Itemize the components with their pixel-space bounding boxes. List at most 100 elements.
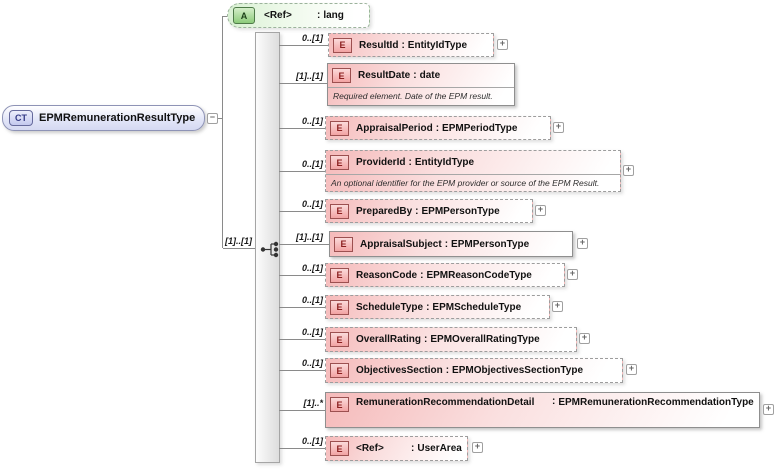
element-node-objectivessection[interactable]: E ObjectivesSection : EPMObjectivesSecti…: [325, 358, 623, 383]
complex-type-name: EPMRemunerationResultType: [39, 112, 196, 124]
element-type: EPMObjectivesSectionType: [452, 365, 584, 376]
element-type: EntityIdType: [414, 157, 475, 168]
connector-line: [279, 275, 325, 276]
element-colon: :: [408, 157, 412, 168]
element-name: RemunerationRecommendationDetail: [356, 397, 535, 408]
element-name: ProviderId: [356, 157, 406, 168]
element-icon: E: [330, 332, 349, 347]
element-type: date: [419, 70, 441, 81]
element-node-resultdate[interactable]: E ResultDate : date Required element. Da…: [327, 63, 515, 106]
expand-button[interactable]: +: [553, 122, 564, 133]
element-type: EPMPeriodType: [442, 122, 518, 134]
cardinality-label: [1]..*: [303, 398, 323, 408]
expand-button[interactable]: +: [577, 238, 588, 249]
element-colon: :: [552, 396, 556, 407]
expand-button[interactable]: +: [626, 364, 637, 375]
element-annotation: An optional identifier for the EPM provi…: [326, 174, 620, 190]
element-node-appraisalsubject[interactable]: E AppraisalSubject : EPMPersonType: [329, 231, 573, 257]
element-node-preparedby[interactable]: E PreparedBy : EPMPersonType: [325, 199, 533, 223]
element-name: ResultId: [359, 39, 399, 51]
connector-line: [223, 16, 228, 17]
connector-line: [279, 211, 325, 212]
element-colon: :: [424, 334, 428, 345]
element-icon: E: [330, 120, 349, 136]
complex-type-node[interactable]: CT EPMRemunerationResultType: [2, 105, 205, 131]
cardinality-label: 0..[1]: [301, 295, 323, 305]
sequence-cardinality: [1]..[1]: [225, 236, 252, 246]
cardinality-label: 0..[1]: [301, 199, 323, 209]
connector-line: [279, 448, 325, 449]
element-node-resultid[interactable]: E ResultId : EntityIdType: [328, 33, 494, 57]
cardinality-label: 0..[1]: [301, 436, 323, 446]
expand-button[interactable]: +: [552, 301, 563, 312]
element-type: EPMReasonCodeType: [426, 269, 532, 281]
connector-line: [279, 370, 325, 371]
expand-button[interactable]: +: [763, 404, 774, 415]
connector-line: [279, 307, 325, 308]
connector-line: [279, 244, 329, 245]
element-icon: E: [330, 441, 349, 456]
element-name: AppraisalSubject: [360, 238, 442, 250]
expand-button[interactable]: +: [579, 333, 590, 344]
element-icon: E: [334, 236, 353, 252]
element-colon: :: [426, 301, 430, 313]
connector-line: [279, 45, 328, 46]
expand-button[interactable]: +: [623, 165, 634, 176]
cardinality-label: [1]..[1]: [296, 232, 323, 242]
attribute-node[interactable]: A <Ref> : lang: [227, 3, 370, 28]
element-node-ref-userarea[interactable]: E <Ref> : UserArea: [325, 436, 468, 461]
element-name: AppraisalPeriod: [356, 122, 433, 134]
expand-button[interactable]: +: [535, 205, 546, 216]
element-node-appraisalperiod[interactable]: E AppraisalPeriod : EPMPeriodType: [325, 116, 551, 140]
element-type: EPMOverallRatingType: [430, 334, 540, 345]
sequence-icon: [260, 241, 279, 258]
connector-line: [218, 118, 222, 119]
element-colon: :: [413, 70, 417, 81]
element-icon: E: [330, 203, 349, 219]
element-node-remunerationrecommendationdetail[interactable]: E RemunerationRecommendationDetail : EPM…: [325, 392, 760, 428]
element-node-overallrating[interactable]: E OverallRating : EPMOverallRatingType: [325, 327, 577, 352]
connector-line: [279, 339, 325, 340]
element-type: EPMPersonType: [451, 238, 530, 250]
connector-line: [279, 410, 325, 411]
element-colon: :: [415, 205, 419, 217]
element-colon: :: [411, 443, 415, 454]
cardinality-label: 0..[1]: [301, 263, 323, 273]
element-name: ScheduleType: [356, 301, 424, 313]
element-type: UserArea: [417, 443, 462, 454]
element-icon: E: [330, 155, 349, 170]
element-annotation: Required element. Date of the EPM result…: [328, 87, 514, 103]
element-icon: E: [330, 299, 349, 315]
element-icon: E: [332, 68, 351, 83]
element-type: EPMPersonType: [421, 205, 500, 217]
expand-button[interactable]: +: [497, 39, 508, 50]
expand-button[interactable]: +: [472, 442, 483, 453]
connector-line: [222, 16, 223, 248]
element-name: OverallRating: [356, 334, 422, 345]
attribute-type: lang: [323, 10, 344, 21]
connector-line: [279, 128, 325, 129]
cardinality-label: [1]..[1]: [296, 71, 323, 81]
element-name: ReasonCode: [356, 269, 418, 281]
element-type: EntityIdType: [407, 39, 468, 51]
connector-line: [279, 83, 327, 84]
element-colon: :: [435, 122, 440, 134]
element-icon: E: [330, 397, 349, 412]
cardinality-label: 0..[1]: [301, 33, 323, 43]
complex-type-icon: CT: [9, 110, 33, 126]
collapse-button[interactable]: −: [207, 113, 218, 124]
element-colon: :: [444, 238, 449, 250]
expand-button[interactable]: +: [567, 269, 578, 280]
element-node-scheduletype[interactable]: E ScheduleType : EPMScheduleType: [325, 295, 550, 319]
element-colon: :: [401, 39, 405, 51]
connector-line: [223, 248, 262, 249]
attribute-colon: :: [317, 10, 321, 21]
element-colon: :: [445, 365, 450, 376]
element-node-reasoncode[interactable]: E ReasonCode : EPMReasonCodeType: [325, 263, 565, 287]
element-colon: :: [420, 269, 424, 281]
attribute-icon: A: [233, 7, 255, 24]
element-name: ObjectivesSection: [356, 365, 443, 376]
element-node-providerid[interactable]: E ProviderId : EntityIdType An optional …: [325, 150, 621, 192]
connector-line: [279, 171, 325, 172]
element-name: <Ref>: [356, 443, 384, 454]
